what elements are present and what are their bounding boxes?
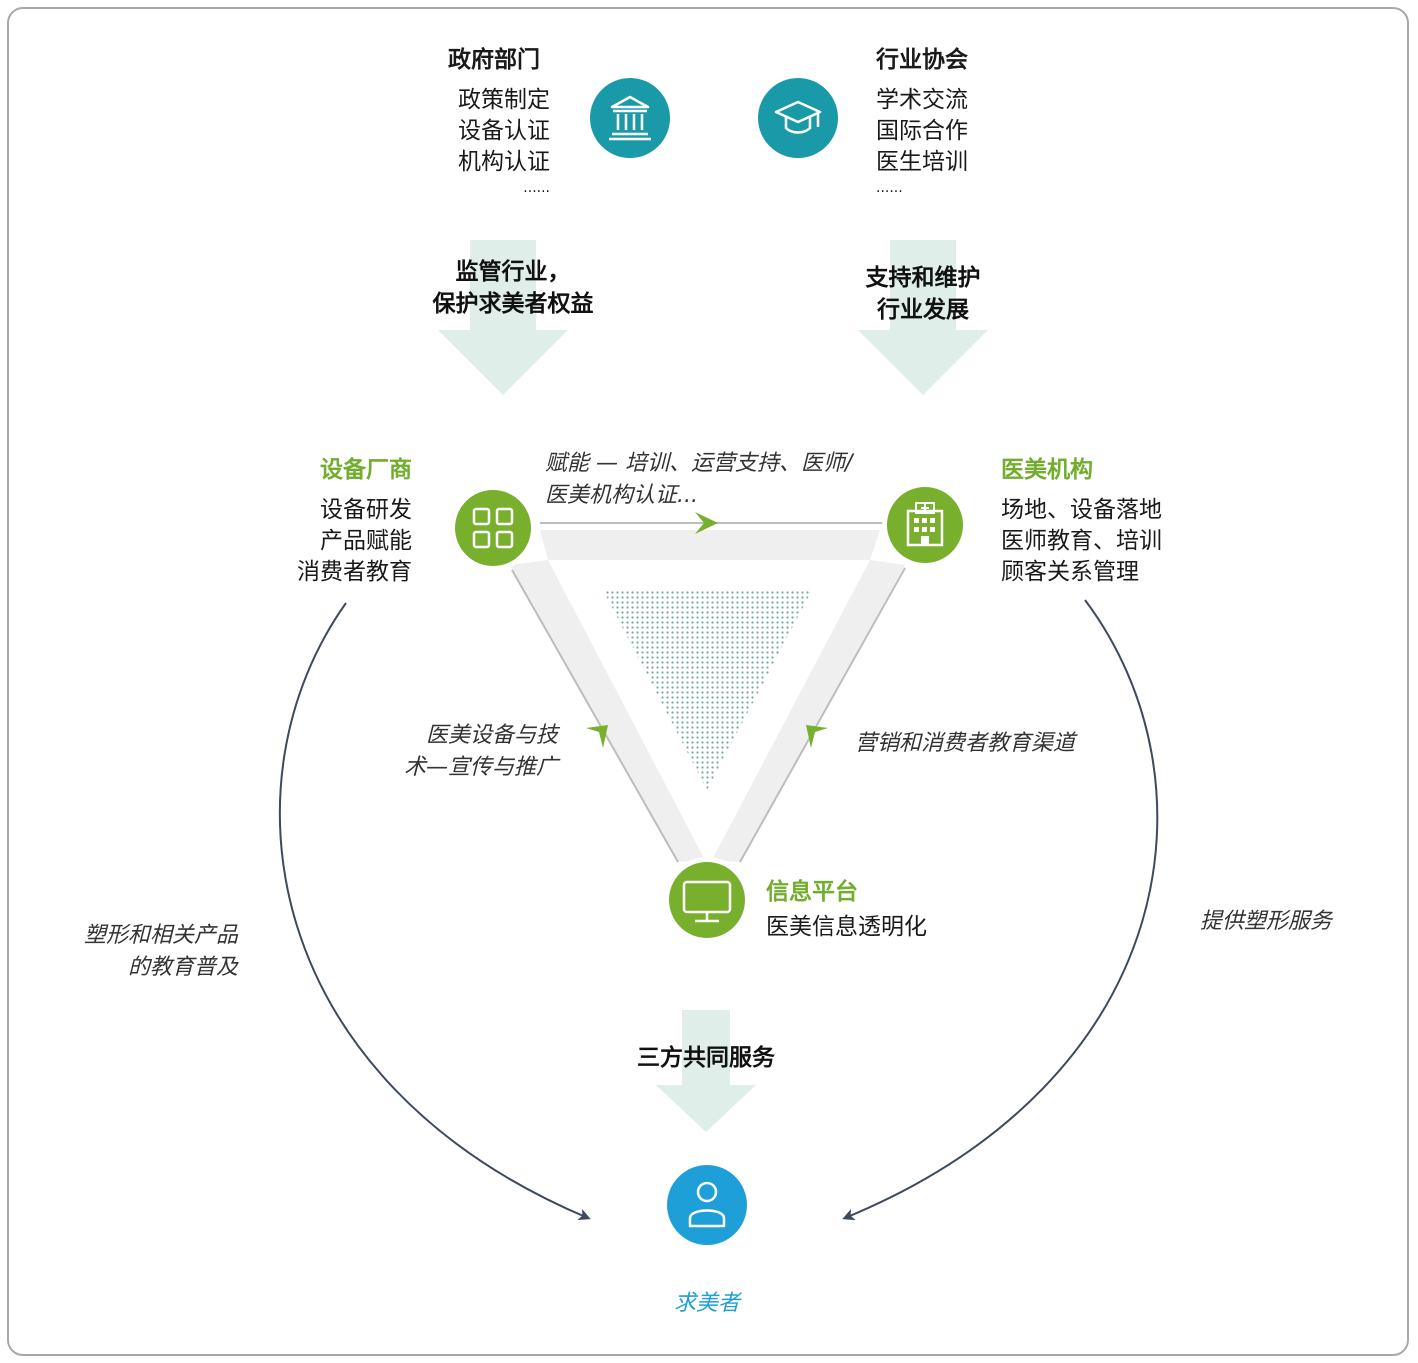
right-edge-label: 营销和消费者教育渠道	[855, 731, 1076, 756]
platform-title: 信息平台	[766, 879, 858, 905]
diagram-frame	[7, 7, 1409, 1356]
left-edge-line2: 术—宣传与推广	[403, 755, 558, 780]
government-title: 政府部门	[448, 47, 540, 73]
assoc-arrow-line2: 行业发展	[877, 297, 969, 323]
hospital-icon	[882, 482, 968, 568]
grid-apps-icon	[450, 485, 536, 571]
graduation-cap-icon	[758, 78, 838, 158]
manufacturer-item: 产品赋能	[320, 528, 412, 554]
institution-item: 顾客关系管理	[1001, 559, 1139, 585]
left-edge-line1: 医美设备与技	[425, 723, 558, 748]
association-item: 医生培训	[876, 149, 968, 175]
manufacturer-title: 设备厂商	[320, 457, 412, 483]
top-edge-label: 赋能 — 培训、运营支持、医师/ 医美机构认证...	[545, 448, 852, 512]
top-edge-chevron	[695, 512, 718, 534]
association-item: ......	[876, 180, 903, 196]
left-curve-label: 塑形和相关产品 的教育普及	[40, 920, 238, 984]
manufacturer-item: 设备研发	[320, 497, 412, 523]
triangle-band	[510, 522, 906, 863]
gov-arrow-line1: 监管行业，	[455, 259, 571, 285]
government-building-icon	[590, 78, 670, 158]
right-curve-label: 提供塑形服务	[1200, 909, 1333, 934]
consumer-label: 求美者	[673, 1291, 740, 1316]
government-item: 政策制定	[458, 87, 550, 113]
gov-down-arrow	[438, 240, 568, 395]
top-edge-line2: 医美机构认证...	[545, 483, 698, 508]
assoc-down-arrow	[858, 240, 988, 395]
left-curve-line2: 的教育普及	[127, 955, 238, 980]
institution-item: 医师教育、培训	[1001, 528, 1162, 554]
bottom-arrow-label: 三方共同服务	[637, 1045, 775, 1071]
government-item: ......	[523, 180, 550, 196]
manufacturer-item: 消费者教育	[297, 559, 412, 585]
right-edge-chevron	[806, 725, 828, 748]
association-list: 学术交流 国际合作 医生培训 ......	[876, 85, 968, 198]
gov-arrow-line2: 保护求美者权益	[432, 291, 594, 317]
institution-item: 场地、设备落地	[1001, 497, 1162, 523]
association-item: 学术交流	[876, 87, 968, 113]
association-item: 国际合作	[876, 118, 968, 144]
manufacturer-list: 设备研发 产品赋能 消费者教育	[262, 495, 412, 588]
institution-title: 医美机构	[1001, 457, 1093, 483]
bottom-down-arrow	[656, 1010, 756, 1132]
monitor-icon	[664, 857, 750, 943]
left-edge-label: 医美设备与技 术—宣传与推广	[360, 720, 558, 784]
institution-list: 场地、设备落地 医师教育、培训 顾客关系管理	[1001, 495, 1162, 588]
left-curve-line1: 塑形和相关产品	[83, 923, 238, 948]
gov-arrow-label: 监管行业， 保护求美者权益	[403, 256, 623, 320]
left-edge-chevron	[586, 725, 608, 748]
left-curve-arrow	[278, 602, 591, 1221]
government-item: 设备认证	[458, 118, 550, 144]
top-edge-line1: 赋能 — 培训、运营支持、医师/	[545, 451, 853, 476]
assoc-arrow-line1: 支持和维护	[865, 265, 981, 291]
person-icon	[667, 1165, 747, 1245]
government-list: 政策制定 设备认证 机构认证 ......	[420, 85, 550, 198]
right-curve-arrow	[842, 599, 1159, 1221]
government-item: 机构认证	[458, 149, 550, 175]
dotted-inner-triangle	[603, 590, 812, 790]
platform-desc: 医美信息透明化	[766, 914, 927, 940]
association-title: 行业协会	[876, 47, 968, 73]
assoc-arrow-label: 支持和维护 行业发展	[823, 262, 1023, 326]
